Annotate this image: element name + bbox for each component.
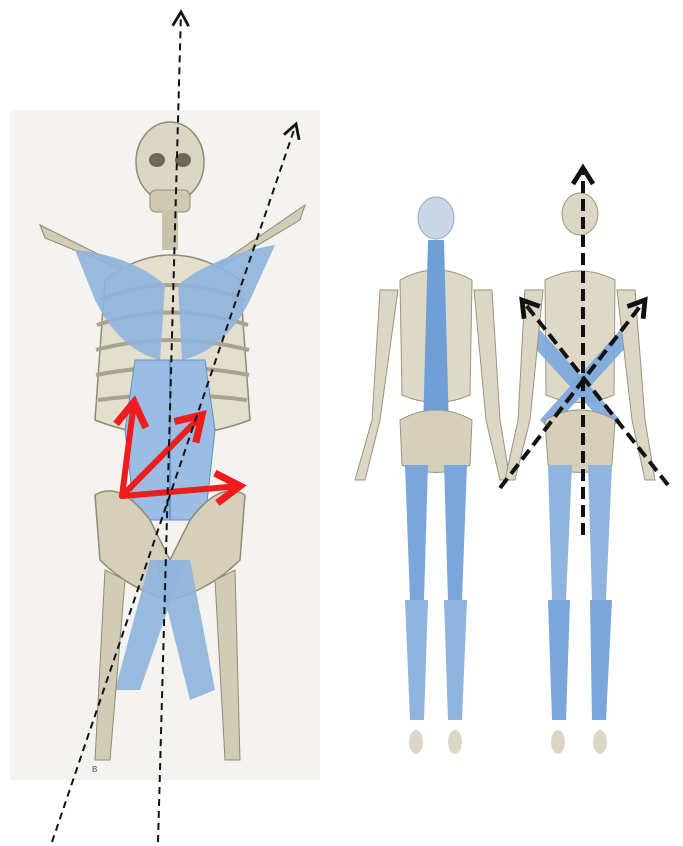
middle-skeleton-back-view	[355, 197, 510, 754]
plate-letter: B	[92, 765, 97, 774]
right-skeleton-front-view	[505, 193, 655, 754]
